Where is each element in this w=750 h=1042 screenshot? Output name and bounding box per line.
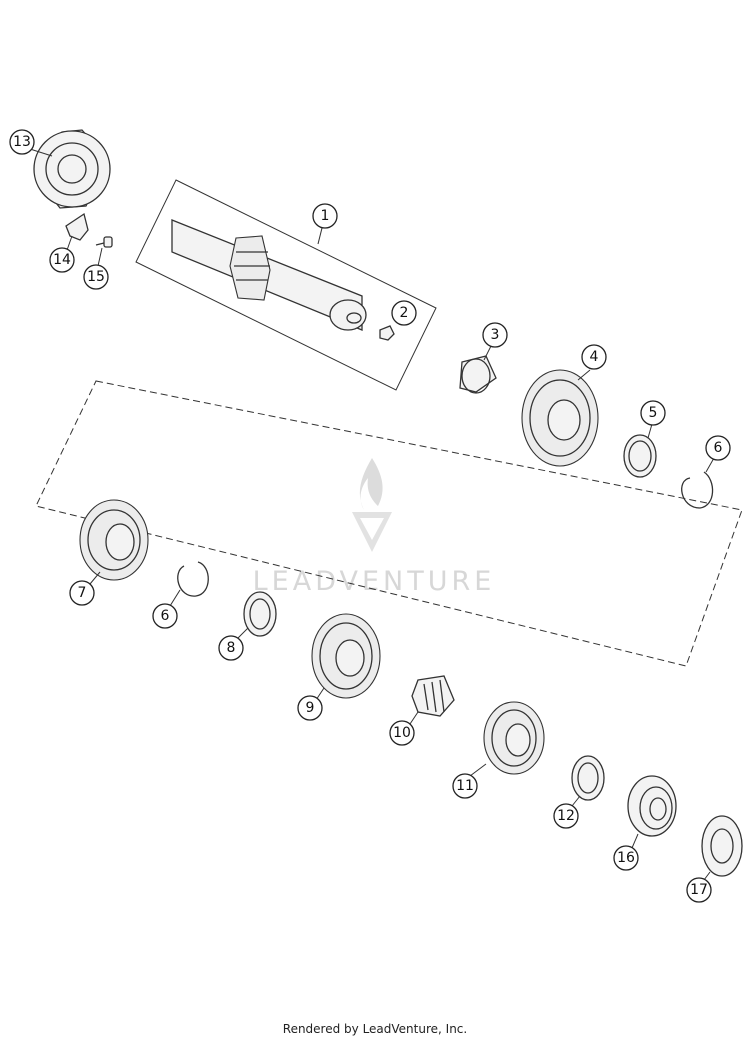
leadventure-watermark: LEADVENTURE [253, 458, 496, 597]
part-17-shim [701, 815, 743, 877]
callout-15: 15 [83, 264, 109, 290]
callout-12: 12 [553, 803, 579, 829]
part-6-circlip-upper [681, 471, 714, 509]
svg-text:9: 9 [306, 700, 315, 716]
callout-7: 7 [69, 580, 95, 606]
svg-text:8: 8 [227, 640, 236, 656]
svg-text:17: 17 [690, 882, 708, 898]
callout-17: 17 [686, 877, 712, 903]
part-10-needle-bearing [411, 675, 455, 717]
leader-lines [29, 148, 715, 881]
part-11-gear [483, 701, 545, 775]
watermark-text: LEADVENTURE [253, 566, 496, 597]
callout-9: 9 [297, 695, 323, 721]
svg-text:14: 14 [53, 252, 71, 268]
part-4-gear [521, 369, 599, 467]
svg-text:16: 16 [617, 850, 635, 866]
render-credit: Rendered by LeadVenture, Inc. [282, 1022, 468, 1036]
callout-16: 16 [613, 845, 639, 871]
svg-text:4: 4 [590, 349, 599, 365]
callout-10: 10 [389, 720, 415, 746]
svg-text:13: 13 [13, 134, 31, 150]
svg-text:12: 12 [557, 808, 575, 824]
callout-8: 8 [218, 635, 244, 661]
callout-11: 11 [452, 773, 478, 799]
part-12-washer [571, 755, 605, 801]
callout-3: 3 [482, 322, 508, 348]
shaft-group-frame [135, 179, 437, 391]
callout-2: 2 [391, 300, 417, 326]
svg-text:3: 3 [491, 327, 500, 343]
svg-text:1: 1 [321, 208, 330, 224]
svg-text:5: 5 [649, 405, 658, 421]
part-6-circlip-lower [177, 561, 209, 597]
part-14-cam [65, 212, 89, 241]
callout-1: 1 [312, 203, 338, 229]
part-1-main-shaft [171, 219, 367, 331]
part-3-bushing [459, 355, 497, 394]
callout-5: 5 [640, 400, 666, 426]
part-13-bearing [33, 129, 111, 209]
svg-text:10: 10 [393, 725, 411, 741]
part-15-screw [95, 236, 113, 248]
part-8-splined-washer [243, 591, 277, 637]
svg-text:15: 15 [87, 269, 105, 285]
gear-group-dashed-outline [35, 380, 743, 667]
part-16-bearing [627, 775, 677, 837]
part-9-gear [311, 613, 381, 699]
callout-6-lower: 6 [152, 603, 178, 629]
callout-6-upper: 6 [705, 435, 731, 461]
svg-text:6: 6 [714, 440, 723, 456]
svg-text:7: 7 [78, 585, 87, 601]
callout-4: 4 [581, 344, 607, 370]
svg-text:2: 2 [400, 305, 409, 321]
svg-text:6: 6 [161, 608, 170, 624]
part-2-nut [379, 325, 395, 341]
part-7-gear [79, 499, 149, 581]
part-5-washer [623, 434, 657, 478]
svg-text:11: 11 [456, 778, 474, 794]
callout-14: 14 [49, 247, 75, 273]
callout-13: 13 [9, 129, 35, 155]
